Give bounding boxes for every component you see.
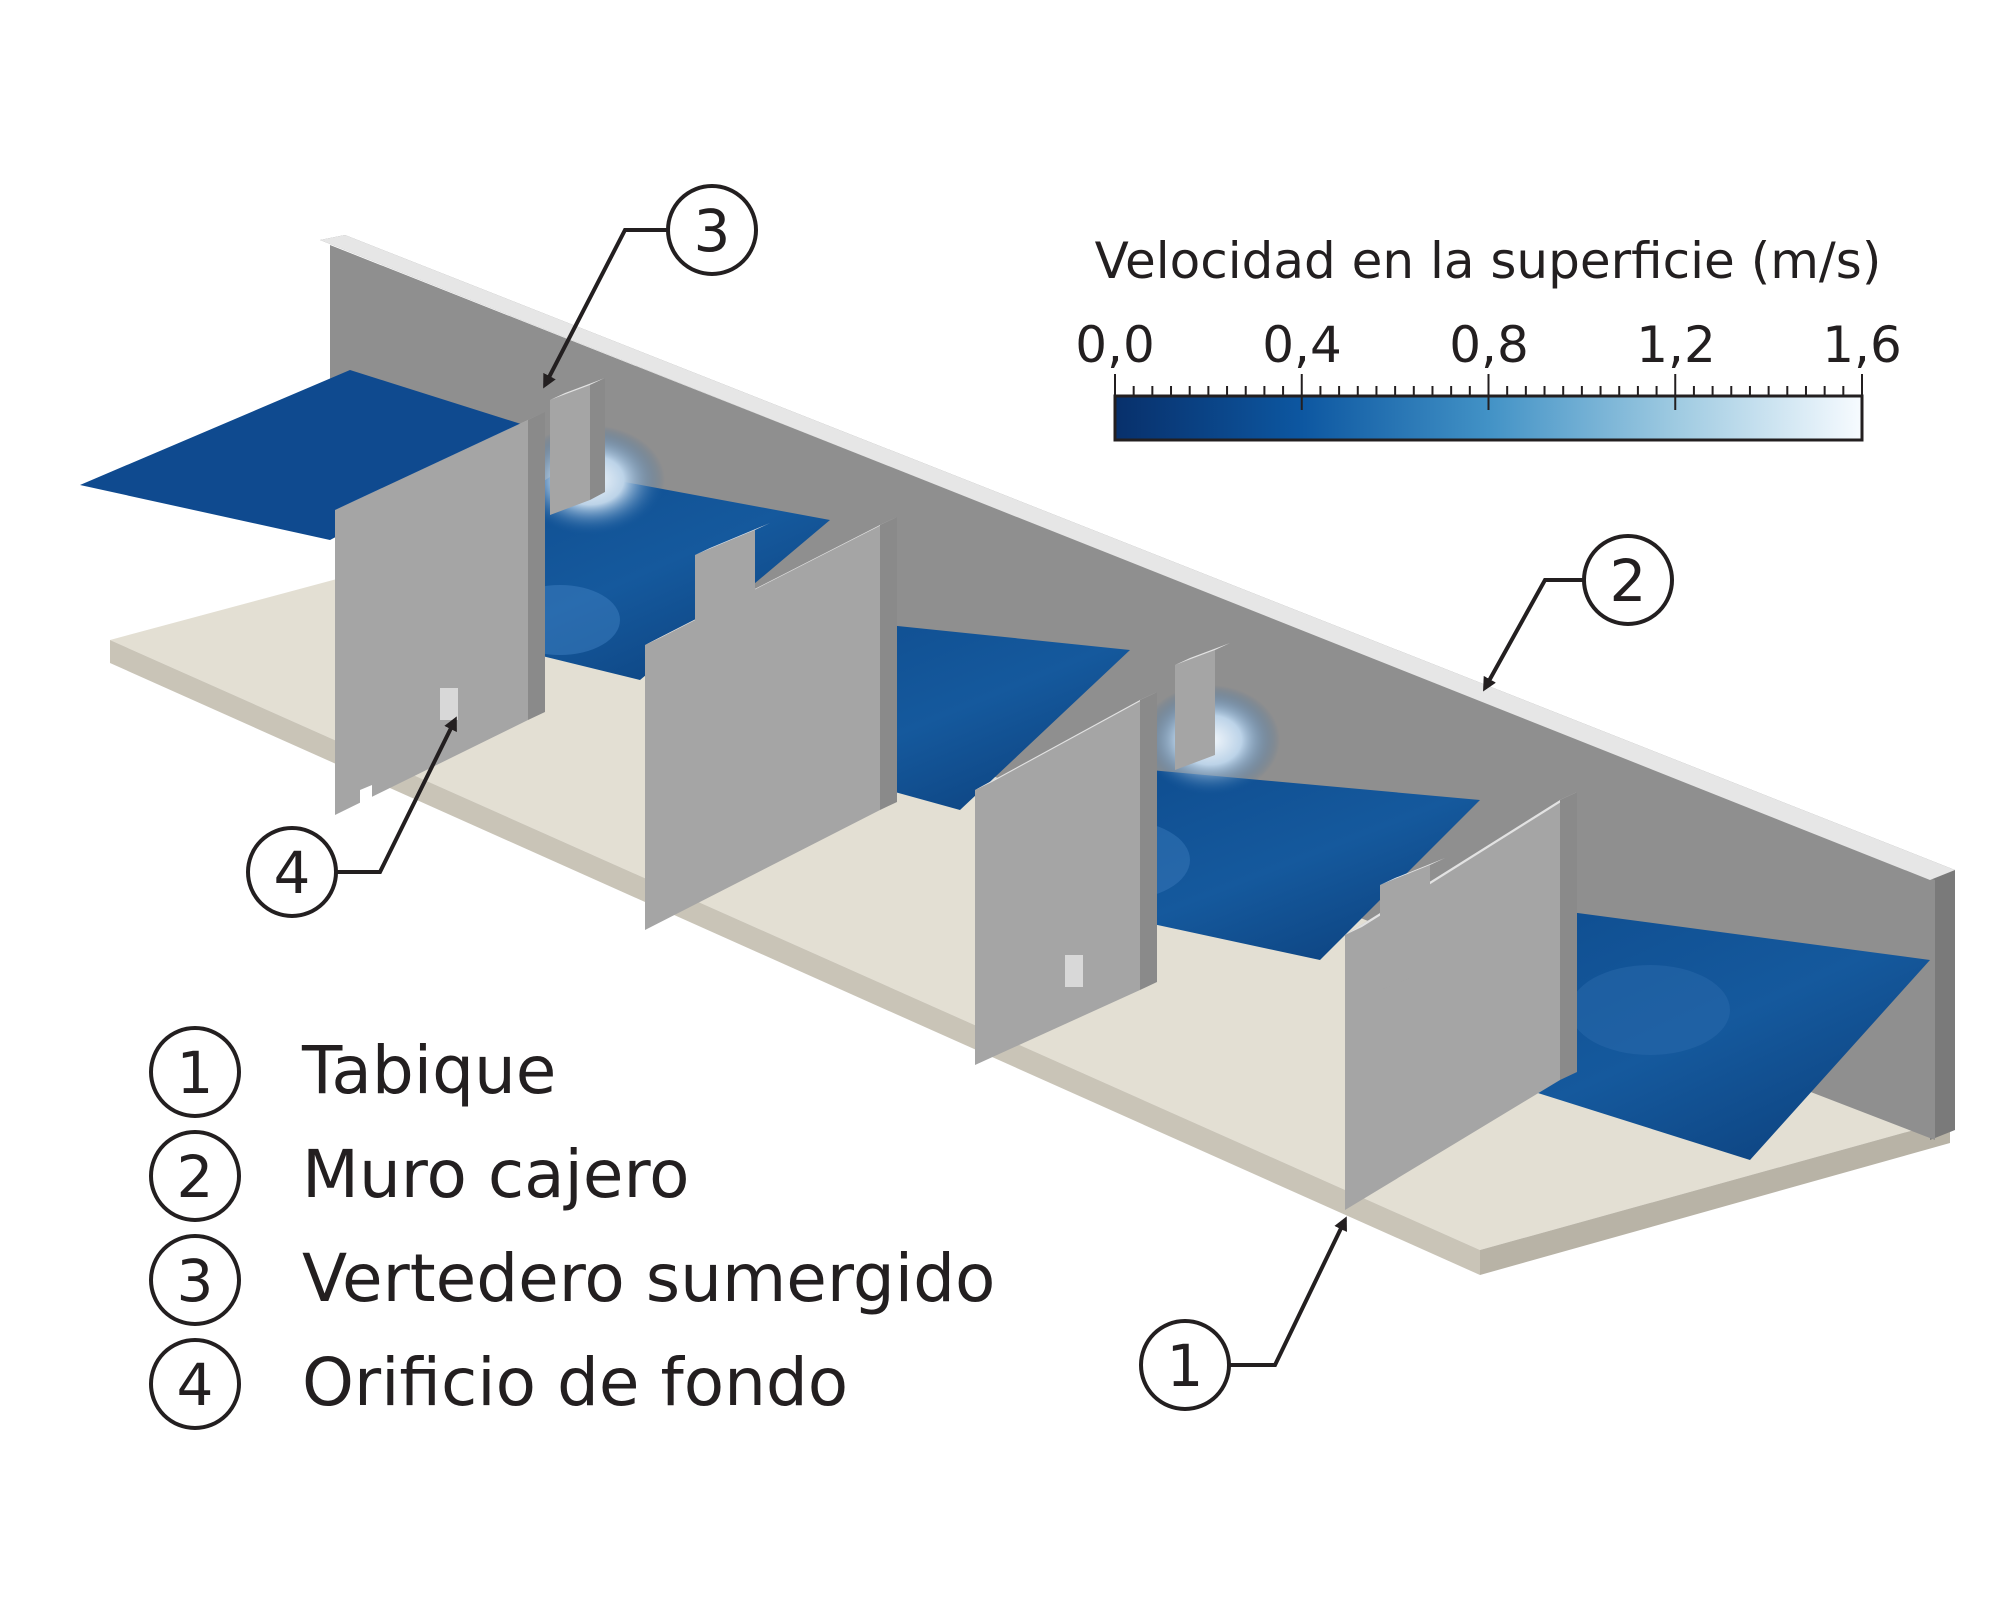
colorbar-tick-label: 0,4 (1262, 316, 1342, 374)
bottom-orifice-3 (1065, 955, 1083, 987)
baffle-3 (975, 643, 1230, 1065)
colorbar: Velocidad en la superficie (m/s) 0,0 0,4… (1075, 232, 1902, 442)
legend-number: 1 (177, 1039, 214, 1107)
callout-1-number: 1 (1167, 1332, 1204, 1400)
callout-2: 2 (1483, 534, 1674, 692)
legend-number: 2 (177, 1143, 214, 1211)
colorbar-tick-label: 1,2 (1636, 316, 1716, 374)
baffle-1 (335, 378, 605, 815)
legend-item-4: 4 Orificio de fondo (149, 1338, 848, 1430)
legend-number: 4 (177, 1351, 214, 1419)
colorbar-ticks (1114, 374, 1863, 410)
legend-label: Tabique (301, 1032, 556, 1109)
callout-3-number: 3 (694, 197, 731, 265)
callout-3: 3 (543, 184, 758, 389)
baffle-2 (645, 517, 897, 930)
colorbar-title: Velocidad en la superficie (m/s) (1095, 232, 1882, 290)
callout-1: 1 (1139, 1216, 1347, 1411)
legend-label: Muro cajero (302, 1136, 690, 1213)
legend-item-3: 3 Vertedero sumergido (149, 1234, 995, 1326)
legend: 1 Tabique 2 Muro cajero 3 Vertedero sume… (149, 1026, 995, 1430)
baffle-4 (1345, 792, 1577, 1210)
bottom-orifice-1 (440, 688, 458, 720)
callout-4: 4 (246, 716, 457, 918)
legend-item-1: 1 Tabique (149, 1026, 556, 1118)
legend-label: Vertedero sumergido (302, 1240, 995, 1317)
callout-2-number: 2 (1610, 547, 1647, 615)
colorbar-tick-labels: 0,0 0,4 0,8 1,2 1,6 (1075, 316, 1902, 374)
colorbar-tick-label: 0,0 (1075, 316, 1155, 374)
legend-label: Orificio de fondo (302, 1344, 848, 1421)
legend-item-2: 2 Muro cajero (149, 1130, 690, 1222)
legend-number: 3 (177, 1247, 214, 1315)
colorbar-tick-label: 0,8 (1449, 316, 1529, 374)
pool-upstream (80, 370, 540, 540)
colorbar-tick-label: 1,6 (1822, 316, 1902, 374)
baffle-walls (335, 378, 1577, 1210)
callout-4-number: 4 (274, 839, 311, 907)
